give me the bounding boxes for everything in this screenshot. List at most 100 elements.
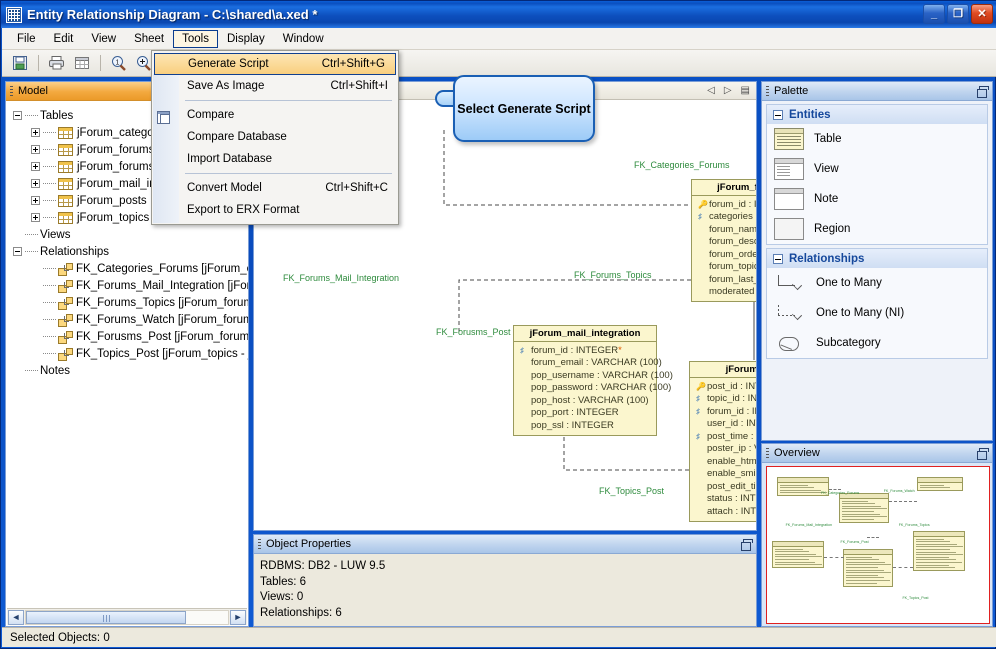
tree-dots	[43, 183, 56, 184]
callout-tooltip: Select Generate Script	[453, 75, 595, 142]
palette-item-label: Region	[814, 223, 851, 235]
menu-tools[interactable]: Tools	[173, 29, 218, 48]
palette-item-subcategory[interactable]: Subcategory	[767, 328, 987, 358]
zoom-in-icon[interactable]	[133, 53, 155, 74]
expand-toggle-icon[interactable]	[31, 179, 40, 188]
scroll-left-button[interactable]: ◄	[8, 609, 24, 625]
scroll-thumb[interactable]	[26, 610, 186, 624]
tree-node[interactable]: jForum_topics	[13, 209, 248, 226]
scroll-track[interactable]	[25, 609, 229, 625]
tree-node[interactable]: jForum_posts	[13, 192, 248, 209]
print-icon[interactable]	[46, 53, 68, 74]
window-controls: _ ❐ ✕	[923, 4, 993, 24]
relationship-label: FK_Categories_Forums	[634, 160, 730, 170]
relationship-icon	[58, 347, 73, 361]
menu-view[interactable]: View	[91, 32, 117, 45]
palette-item-region[interactable]: Region	[767, 214, 987, 244]
float-panel-icon[interactable]	[739, 538, 753, 551]
menu-window[interactable]: Window	[282, 32, 324, 45]
float-panel-icon[interactable]	[975, 85, 989, 98]
save-icon[interactable]	[9, 53, 31, 74]
palette-item-view[interactable]: View	[767, 154, 987, 184]
menu-item-export-to-erx-format[interactable]: Export to ERX Format	[152, 199, 398, 221]
er-column-label: pop_host : VARCHAR (100)	[531, 394, 649, 406]
palette-entities-header[interactable]: Entities	[767, 105, 987, 124]
tree-node[interactable]: Relationships	[13, 243, 248, 260]
palette-item-one-to-many[interactable]: One to Many	[767, 268, 987, 298]
er-table[interactable]: jForum_posts🔑post_id : INTEGER*♯topic_id…	[689, 361, 756, 522]
prev-sheet-icon[interactable]: ◁	[707, 85, 715, 96]
menu-display[interactable]: Display	[227, 32, 265, 45]
menu-file[interactable]: File	[17, 32, 36, 45]
palette-item-one-to-many-ni[interactable]: One to Many (NI)	[767, 298, 987, 328]
tree-node[interactable]: FK_Topics_Post [jForum_topics - jForum_p…	[13, 345, 248, 362]
collapse-toggle-icon[interactable]	[13, 111, 22, 120]
maximize-button[interactable]: ❐	[947, 4, 969, 24]
foreign-key-icon: ♯	[696, 406, 700, 416]
drag-grip-icon[interactable]	[10, 85, 13, 97]
palette-title: Palette	[774, 85, 809, 97]
expand-toggle-icon[interactable]	[31, 162, 40, 171]
collapse-toggle-icon[interactable]	[13, 247, 22, 256]
menu-sheet[interactable]: Sheet	[134, 32, 165, 45]
close-button[interactable]: ✕	[971, 4, 993, 24]
palette-item-note[interactable]: Note	[767, 184, 987, 214]
drag-grip-icon[interactable]	[766, 447, 769, 459]
palette-item-label: Subcategory	[816, 337, 881, 349]
next-sheet-icon[interactable]: ▷	[723, 85, 732, 96]
collapse-icon[interactable]	[773, 253, 783, 264]
model-tree-hscrollbar[interactable]: ◄ ►	[7, 608, 247, 625]
palette-relationships-header[interactable]: Relationships	[767, 249, 987, 268]
float-panel-icon[interactable]	[975, 447, 989, 460]
tree-node[interactable]: jForum_categories	[13, 124, 248, 141]
menu-gutter	[153, 74, 179, 223]
tree-node[interactable]: FK_Forums_Watch [jForum_forums - jForum_…	[13, 311, 248, 328]
tree-node[interactable]: FK_Forusms_Post [jForum_forums - jForum_…	[13, 328, 248, 345]
minimize-button[interactable]: _	[923, 4, 945, 24]
palette-item-table[interactable]: Table	[767, 124, 987, 154]
scroll-right-button[interactable]: ►	[230, 609, 246, 625]
expand-toggle-icon[interactable]	[31, 128, 40, 137]
tree-node[interactable]: Notes	[13, 362, 248, 379]
er-column-label: enable_smiles : INTEGER	[707, 468, 756, 480]
drag-grip-icon[interactable]	[766, 85, 769, 97]
relationship-icon	[58, 313, 73, 327]
expand-toggle-icon[interactable]	[31, 213, 40, 222]
toolbar-separator	[100, 55, 101, 71]
menu-item-compare[interactable]: Compare	[152, 104, 398, 126]
drag-grip-icon[interactable]	[258, 538, 261, 550]
tree-node[interactable]: jForum_forums	[13, 141, 248, 158]
menu-item-shortcut: Ctrl+Shift+C	[325, 182, 388, 194]
menu-item-import-database[interactable]: Import Database	[152, 148, 398, 170]
collapse-icon[interactable]	[773, 109, 783, 120]
zoom-actual-icon[interactable]: 1	[108, 53, 130, 74]
menu-edit[interactable]: Edit	[53, 32, 74, 45]
er-column-label: pop_username : VARCHAR (100)	[531, 369, 673, 381]
tree-node[interactable]: FK_Forums_Mail_Integration [jForum_forum…	[13, 277, 248, 294]
overview-connector	[824, 557, 844, 558]
maximize-icon: ❐	[953, 8, 963, 20]
overview-label: FK_Topics_Post	[902, 595, 929, 600]
required-marker: *	[618, 344, 622, 356]
tree-node[interactable]: FK_Categories_Forums [jForum_categories …	[13, 260, 248, 277]
menu-item-label: Import Database	[187, 153, 273, 165]
tree-node[interactable]: FK_Forums_Topics [jForum_forums - jForum…	[13, 294, 248, 311]
tree-node[interactable]: Tables	[13, 107, 248, 124]
expand-toggle-icon[interactable]	[31, 196, 40, 205]
er-table[interactable]: jForum_forums🔑forum_id : INTEGER♯categor…	[691, 179, 756, 302]
sheet-list-icon[interactable]: ▤	[740, 85, 750, 96]
grid-icon[interactable]	[71, 53, 93, 74]
er-column: user_id : INTEGER	[694, 418, 756, 431]
expand-toggle-icon[interactable]	[31, 145, 40, 154]
er-column-label: topic_id : INTEGER*	[707, 393, 756, 405]
tree-node[interactable]: Views	[13, 226, 248, 243]
menu-item-label: Compare	[187, 109, 235, 121]
menu-item-compare-database[interactable]: Compare Database	[152, 126, 398, 148]
palette-panel: Palette Entities Table View Note R	[761, 81, 993, 441]
er-table[interactable]: jForum_mail_integration♯forum_id : INTEG…	[513, 325, 673, 436]
